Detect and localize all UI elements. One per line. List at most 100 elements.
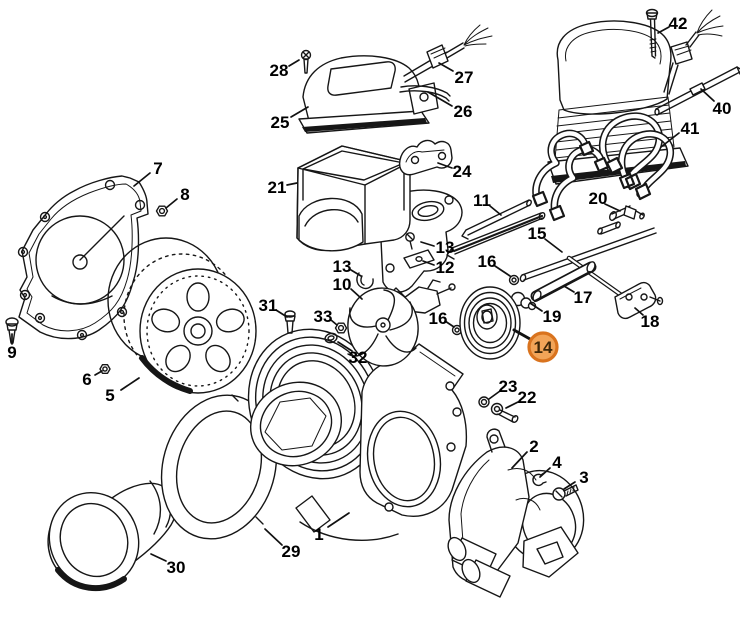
part-callout-2[interactable]: 2 bbox=[511, 437, 539, 469]
part-number-label[interactable]: 5 bbox=[105, 386, 114, 405]
hoses-41-drawing bbox=[598, 112, 674, 201]
part-number-label[interactable]: 16 bbox=[478, 252, 497, 271]
part-number-label[interactable]: 31 bbox=[259, 296, 278, 315]
leader-line bbox=[544, 238, 563, 253]
part-number-label[interactable]: 14 bbox=[534, 338, 553, 357]
part-callout-9[interactable]: 9 bbox=[7, 333, 17, 362]
bracket-18-drawing bbox=[614, 281, 664, 320]
part-callout-41[interactable]: 41 bbox=[660, 119, 700, 148]
part-callout-6[interactable]: 6 bbox=[82, 370, 103, 389]
part-callout-12[interactable]: 12 bbox=[422, 258, 455, 277]
part-number-label[interactable]: 41 bbox=[681, 119, 700, 138]
part-number-label[interactable]: 3 bbox=[579, 468, 588, 487]
part-number-label[interactable]: 23 bbox=[499, 377, 518, 396]
part-number-label[interactable]: 26 bbox=[454, 102, 473, 121]
part-callout-14-selected[interactable]: 14 bbox=[512, 328, 559, 363]
part-number-label[interactable]: 20 bbox=[589, 189, 608, 208]
part-number-label[interactable]: 8 bbox=[180, 185, 189, 204]
part-callout-15[interactable]: 15 bbox=[528, 224, 563, 253]
part-callout-10[interactable]: 10 bbox=[333, 275, 363, 300]
part-callout-16[interactable]: 16 bbox=[429, 309, 455, 328]
part-callout-7[interactable]: 7 bbox=[133, 159, 163, 187]
leader-line bbox=[422, 260, 435, 266]
washer-32-drawing bbox=[324, 332, 338, 344]
part-number-label[interactable]: 27 bbox=[455, 68, 474, 87]
part-callout-11[interactable]: 11 bbox=[473, 191, 502, 216]
part-callout-26[interactable]: 26 bbox=[427, 91, 473, 121]
part-number-label[interactable]: 7 bbox=[153, 159, 162, 178]
part-number-label[interactable]: 10 bbox=[333, 275, 352, 294]
part-callout-33[interactable]: 33 bbox=[314, 307, 338, 326]
callout-labels-layer: 1234567891011121313141516161718192021222… bbox=[7, 14, 731, 577]
leader-line bbox=[489, 205, 502, 216]
part-number-label[interactable]: 1 bbox=[314, 525, 323, 544]
solenoid-cover-drawing bbox=[298, 55, 439, 134]
part-number-label[interactable]: 2 bbox=[529, 437, 538, 456]
part-number-label[interactable]: 33 bbox=[314, 307, 333, 326]
part-callout-8[interactable]: 8 bbox=[165, 185, 190, 209]
part-number-label[interactable]: 42 bbox=[669, 14, 688, 33]
part-number-label[interactable]: 30 bbox=[167, 558, 186, 577]
part-callout-29[interactable]: 29 bbox=[264, 528, 301, 561]
part-number-label[interactable]: 24 bbox=[453, 162, 472, 181]
part-number-label[interactable]: 16 bbox=[429, 309, 448, 328]
part-callout-17[interactable]: 17 bbox=[563, 285, 593, 307]
part-callout-5[interactable]: 5 bbox=[105, 377, 140, 405]
part-callout-23[interactable]: 23 bbox=[488, 377, 518, 400]
part-number-label[interactable]: 15 bbox=[528, 224, 547, 243]
part-number-label[interactable]: 12 bbox=[436, 258, 455, 277]
part-number-label[interactable]: 6 bbox=[82, 370, 91, 389]
cable-27-drawing bbox=[403, 24, 493, 83]
fan-wheel-drawing bbox=[347, 279, 456, 367]
part-number-label[interactable]: 28 bbox=[270, 61, 289, 80]
part-callout-28[interactable]: 28 bbox=[270, 59, 300, 80]
part-callout-27[interactable]: 27 bbox=[438, 62, 474, 87]
leader-line bbox=[286, 182, 298, 186]
part-number-label[interactable]: 32 bbox=[349, 348, 368, 367]
part-number-label[interactable]: 22 bbox=[518, 388, 537, 407]
screw-28-drawing bbox=[300, 49, 312, 74]
part-number-label[interactable]: 13 bbox=[333, 257, 352, 276]
blower-wheel-drawing bbox=[107, 237, 257, 394]
part-callout-22[interactable]: 22 bbox=[505, 388, 537, 409]
leader-line bbox=[120, 377, 140, 391]
cable-clamp-right-drawing bbox=[663, 9, 724, 95]
part-callout-3[interactable]: 3 bbox=[563, 468, 589, 490]
leader-line bbox=[512, 328, 532, 341]
part-callout-25[interactable]: 25 bbox=[271, 106, 309, 132]
part-number-label[interactable]: 21 bbox=[268, 178, 287, 197]
part-callout-1[interactable]: 1 bbox=[314, 512, 350, 544]
part-callout-13[interactable]: 13 bbox=[333, 257, 362, 277]
part-callout-31[interactable]: 31 bbox=[259, 296, 288, 318]
part-callout-19[interactable]: 19 bbox=[529, 302, 562, 326]
part-callout-42[interactable]: 42 bbox=[657, 14, 688, 34]
part-number-label[interactable]: 18 bbox=[641, 312, 660, 331]
part-callout-40[interactable]: 40 bbox=[700, 88, 732, 118]
selected-part-badge[interactable] bbox=[527, 331, 559, 363]
part-number-label[interactable]: 19 bbox=[543, 307, 562, 326]
part-number-label[interactable]: 40 bbox=[713, 99, 732, 118]
part-number-label[interactable]: 11 bbox=[473, 191, 491, 210]
tubes-11-drawing bbox=[446, 199, 546, 260]
part-callout-13[interactable]: 13 bbox=[420, 238, 455, 257]
part-callout-21[interactable]: 21 bbox=[268, 178, 298, 197]
part-callout-32[interactable]: 32 bbox=[337, 341, 368, 367]
leader-line bbox=[539, 467, 551, 478]
part-callout-18[interactable]: 18 bbox=[634, 307, 660, 331]
part-number-label[interactable]: 4 bbox=[552, 453, 562, 472]
part-number-label[interactable]: 13 bbox=[436, 238, 455, 257]
part-callout-24[interactable]: 24 bbox=[437, 162, 472, 181]
leader-line bbox=[563, 481, 576, 490]
part-callout-20[interactable]: 20 bbox=[589, 189, 621, 212]
part-number-label[interactable]: 9 bbox=[7, 343, 16, 362]
part-number-label[interactable]: 29 bbox=[282, 542, 301, 561]
leader-line bbox=[437, 162, 453, 169]
part-callout-30[interactable]: 30 bbox=[150, 553, 186, 577]
part-callout-16[interactable]: 16 bbox=[478, 252, 511, 277]
part-callout-4[interactable]: 4 bbox=[539, 453, 562, 478]
bolt-42-drawing bbox=[645, 8, 659, 59]
part-number-label[interactable]: 17 bbox=[574, 288, 593, 307]
part-number-label[interactable]: 25 bbox=[271, 113, 290, 132]
